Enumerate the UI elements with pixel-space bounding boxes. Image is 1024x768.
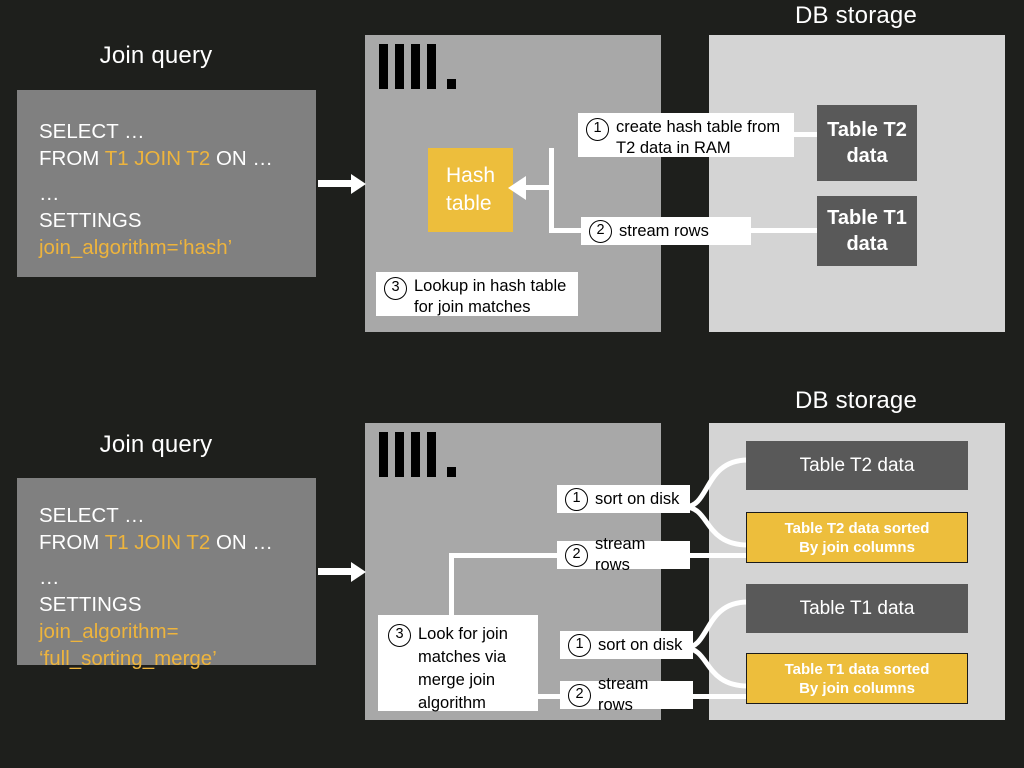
bottom-join-query-heading: Join query xyxy=(99,431,213,458)
bottom-callout-1a-text: sort on disk xyxy=(595,489,680,508)
bottom-query-to-engine-arrow xyxy=(318,562,366,582)
hash-table-line1: Hash xyxy=(446,164,496,187)
top-chip-table-t1: Table T1 data xyxy=(817,196,917,266)
bottom-callout-2a: 2 stream rows xyxy=(557,535,690,574)
brace-t1-bottom xyxy=(684,645,749,689)
logo-dot xyxy=(447,79,456,89)
query-line-select: SELECT … xyxy=(39,120,145,143)
hash-table-line2: table xyxy=(446,192,492,215)
step-number-badge: 3 xyxy=(384,277,407,300)
top-storage-panel xyxy=(709,35,1005,332)
bottom-callout-1a: 1 sort on disk xyxy=(557,485,690,513)
step-number-badge: 2 xyxy=(589,220,612,243)
top-query-to-engine-arrow xyxy=(318,174,366,194)
query-from-tables: T1 JOIN T2 xyxy=(104,531,211,554)
step-number-badge: 3 xyxy=(388,624,411,647)
bottom-chip-t2-sorted: Table T2 data sorted By join columns xyxy=(746,512,968,563)
logo-bar xyxy=(395,44,404,89)
brace-t1-top xyxy=(684,599,749,651)
hash-table-box: Hash table xyxy=(428,148,513,232)
step-number-badge: 2 xyxy=(568,684,591,707)
brace-t2-top xyxy=(684,457,749,510)
top-connector-vertical xyxy=(549,148,554,233)
bottom-chip-t1-sorted: Table T1 data sorted By join columns xyxy=(746,653,968,704)
query-line-ellipsis: … xyxy=(39,182,60,205)
query-line-settings: SETTINGS xyxy=(39,593,142,616)
top-db-storage-heading: DB storage xyxy=(794,2,918,29)
bottom-chip-t2-sorted-line1: Table T2 data sorted xyxy=(784,519,930,537)
bottom-query-box: SELECT … FROM T1 JOIN T2 ON … … SETTINGS… xyxy=(17,478,316,670)
step-number-badge: 2 xyxy=(565,544,588,567)
query-from-prefix: FROM xyxy=(39,147,105,170)
query-from-prefix: FROM xyxy=(39,531,105,554)
top-query-box: SELECT … FROM T1 JOIN T2 ON … … SETTINGS… xyxy=(17,90,316,277)
logo-bar xyxy=(379,44,388,89)
query-line-algorithm-value: ‘full_sorting_merge’ xyxy=(39,647,217,670)
query-line-from: FROM T1 JOIN T2 ON … xyxy=(39,529,294,556)
brace-t2-bottom xyxy=(684,504,749,548)
bottom-chip-t1-sorted-line2: By join columns xyxy=(799,679,915,697)
top-connector-t2 xyxy=(790,132,820,137)
top-chip-table-t2: Table T2 data xyxy=(817,105,917,181)
bottom-connector-stream1-h xyxy=(535,694,565,699)
query-line-select: SELECT … xyxy=(39,504,145,527)
logo-bar xyxy=(427,432,436,477)
query-from-tables: T1 JOIN T2 xyxy=(104,147,211,170)
query-line-settings: SETTINGS xyxy=(39,209,142,232)
logo-bar xyxy=(395,432,404,477)
bottom-connector-t2sorted xyxy=(688,553,748,558)
bottom-callout-2b: 2 stream rows xyxy=(560,675,693,714)
top-callout-1-text: create hash table from T2 data in RAM xyxy=(616,118,781,157)
top-callout-1: 1 create hash table from T2 data in RAM xyxy=(578,113,794,157)
bottom-callout-1b: 1 sort on disk xyxy=(560,631,693,659)
top-callout-3: 3 Lookup in hash table for join matches xyxy=(376,272,578,316)
bottom-chip-t2-sorted-line2: By join columns xyxy=(799,538,915,556)
top-connector-to-hash xyxy=(518,185,552,190)
top-chip-t2-line2: data xyxy=(846,145,888,167)
bottom-chip-t2-data: Table T2 data xyxy=(746,441,968,490)
logo-bar xyxy=(427,44,436,89)
top-connector-t1 xyxy=(750,228,820,233)
top-join-query-heading: Join query xyxy=(99,42,213,69)
bottom-chip-t1-sorted-line1: Table T1 data sorted xyxy=(784,660,930,678)
bottom-connector-t1sorted xyxy=(690,694,748,699)
query-line-from: FROM T1 JOIN T2 ON … xyxy=(39,145,294,172)
bottom-callout-1b-text: sort on disk xyxy=(598,635,683,654)
top-chip-t1-line1: Table T1 xyxy=(827,207,907,229)
top-chip-t2-line1: Table T2 xyxy=(827,119,907,141)
step-number-badge: 1 xyxy=(586,118,609,141)
bottom-chip-t1-data-label: Table T1 data xyxy=(799,597,915,619)
bottom-connector-vertical xyxy=(449,553,454,651)
top-callout-2: 2 stream rows xyxy=(581,217,751,245)
logo-dot xyxy=(447,467,456,477)
top-connector-stream-join xyxy=(549,228,581,233)
query-from-suffix: ON … xyxy=(210,147,273,170)
query-line-algorithm-key: join_algorithm= xyxy=(39,620,179,643)
bottom-callout-3-text: Look for join matches via merge join alg… xyxy=(418,625,508,712)
query-line-ellipsis: … xyxy=(39,566,60,589)
logo-bar xyxy=(379,432,388,477)
logo-bar xyxy=(411,432,420,477)
bottom-chip-t2-data-label: Table T2 data xyxy=(799,454,915,476)
step-number-badge: 1 xyxy=(565,488,588,511)
bottom-chip-t1-data: Table T1 data xyxy=(746,584,968,633)
top-callout-3-text: Lookup in hash table for join matches xyxy=(414,277,567,316)
bottom-db-storage-heading: DB storage xyxy=(794,387,918,414)
query-from-suffix: ON … xyxy=(210,531,273,554)
bottom-connector-stream2-h xyxy=(449,553,559,558)
top-chip-t1-line2: data xyxy=(846,233,888,255)
clickhouse-logo-icon xyxy=(379,432,456,477)
step-number-badge: 1 xyxy=(568,634,591,657)
query-line-algorithm: join_algorithm=‘hash’ xyxy=(39,236,233,259)
logo-bar xyxy=(411,44,420,89)
query-spacer xyxy=(39,172,294,180)
top-callout-2-text: stream rows xyxy=(619,221,709,240)
bottom-callout-3: 3 Look for join matches via merge join a… xyxy=(378,615,538,712)
clickhouse-logo-icon xyxy=(379,44,456,89)
bottom-callout-2b-text: stream rows xyxy=(598,675,649,714)
top-arrow-head-into-hash xyxy=(508,176,526,200)
query-spacer xyxy=(39,556,294,564)
bottom-callout-2a-text: stream rows xyxy=(595,535,646,574)
